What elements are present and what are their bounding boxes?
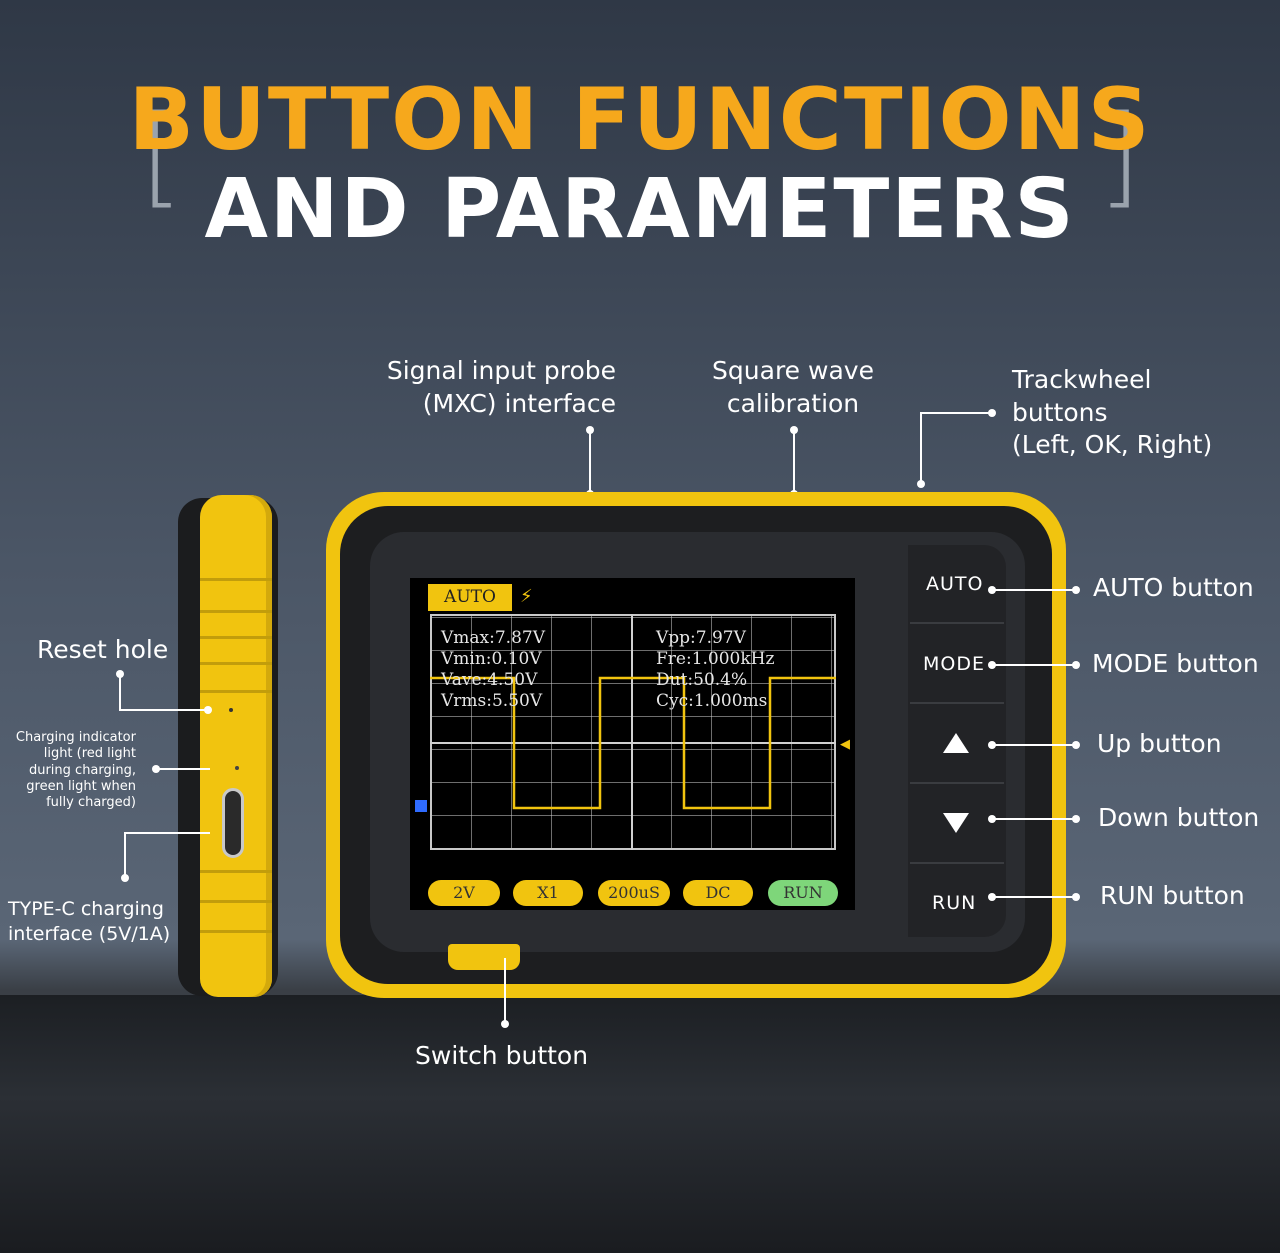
- switch-button-label: Switch button: [415, 1041, 589, 1070]
- grid-center-vertical: [631, 614, 633, 850]
- up-button-label: Up button: [1097, 729, 1222, 758]
- measurement-vmax: Vmax:7.87V: [441, 628, 545, 648]
- reset-hole-line-h: [119, 709, 209, 711]
- side-rib: [200, 578, 272, 581]
- button-divider: [910, 622, 1004, 624]
- trigger-level-marker: ◀: [840, 737, 850, 752]
- scope-grid: [430, 614, 836, 850]
- channel-zero-marker: [415, 800, 427, 812]
- square-wave-label: Square wave calibration: [712, 356, 874, 418]
- button-divider: [910, 702, 1004, 704]
- down-callout-dot-end: [1072, 815, 1080, 823]
- auto-callout-dot: [988, 586, 996, 594]
- side-rib: [200, 690, 272, 693]
- switch-button[interactable]: [448, 944, 520, 970]
- run-button-label: RUN button: [1100, 881, 1245, 910]
- measurement-cyc: Cyc:1.000ms: [656, 691, 768, 711]
- footer-voltage: 2V: [428, 880, 500, 906]
- side-rib: [200, 610, 272, 613]
- charging-indicator-light: [235, 766, 239, 770]
- side-rib: [200, 636, 272, 639]
- square-wave-dot: [790, 426, 798, 434]
- type-c-label: TYPE-C charging interface (5V/1A): [8, 898, 171, 945]
- switch-callout-line: [504, 958, 506, 1024]
- trackwheel-dot-end: [917, 480, 925, 488]
- reset-hole[interactable]: [229, 708, 233, 712]
- footer-probe: X1: [513, 880, 583, 906]
- up-arrow-icon[interactable]: [943, 733, 969, 753]
- footer-timebase: 200uS: [598, 880, 670, 906]
- trackwheel-label: Trackwheel buttons (Left, OK, Right): [1012, 365, 1213, 459]
- type-c-dot: [121, 874, 129, 882]
- down-callout-dot: [988, 815, 996, 823]
- mode-callout-dot: [988, 661, 996, 669]
- page-subtitle: AND PARAMETERS: [204, 162, 1076, 257]
- charging-indicator-dot: [152, 765, 160, 773]
- run-callout-line: [992, 896, 1076, 898]
- footer-run-state: RUN: [768, 880, 838, 906]
- trackwheel-line-h: [920, 412, 992, 414]
- reset-hole-dot-end: [204, 706, 212, 714]
- run-callout-dot: [988, 893, 996, 901]
- auto-callout-line: [992, 589, 1076, 591]
- side-rib: [200, 870, 272, 873]
- button-divider: [910, 782, 1004, 784]
- type-c-line-v: [124, 832, 126, 878]
- reset-hole-line-v: [119, 674, 121, 710]
- left-bracket: [: [140, 91, 183, 219]
- page-title: BUTTON FUNCTIONS: [128, 70, 1152, 170]
- mode-callout-line: [992, 664, 1076, 666]
- reset-hole-label: Reset hole: [37, 635, 169, 664]
- switch-callout-dot: [501, 1020, 509, 1028]
- type-c-port[interactable]: [222, 788, 244, 858]
- up-callout-dot-end: [1072, 741, 1080, 749]
- side-rib: [200, 662, 272, 665]
- right-measurements: Vpp:7.97V Fre:1.000kHz Dut:50.4% Cyc:1.0…: [656, 628, 774, 712]
- type-c-line-h: [124, 832, 210, 834]
- charging-indicator-line: [156, 768, 210, 770]
- device-run-button[interactable]: RUN: [932, 892, 977, 914]
- trigger-edge-icon: ⚡: [520, 586, 533, 607]
- square-wave-trace: [430, 676, 836, 810]
- measurement-vrms: Vrms:5.50V: [441, 691, 543, 711]
- measurement-fre: Fre:1.000kHz: [656, 649, 775, 669]
- side-view-yellow-shell: [200, 495, 272, 997]
- side-rib: [200, 930, 272, 933]
- mode-callout-dot-end: [1072, 661, 1080, 669]
- run-callout-dot-end: [1072, 893, 1080, 901]
- square-wave-line: [793, 430, 795, 494]
- up-callout-dot: [988, 741, 996, 749]
- device-auto-button[interactable]: AUTO: [926, 573, 984, 595]
- floor-background: [0, 995, 1280, 1253]
- measurement-vmin: Vmin:0.10V: [441, 649, 542, 669]
- trackwheel-dot: [988, 409, 996, 417]
- up-callout-line: [992, 744, 1076, 746]
- charging-indicator-label: Charging indicator light (red light duri…: [15, 730, 136, 810]
- device-mode-button[interactable]: MODE: [923, 653, 985, 675]
- signal-input-label: Signal input probe (MXC) interface: [386, 356, 616, 418]
- down-button-label: Down button: [1098, 803, 1260, 832]
- down-callout-line: [992, 818, 1076, 820]
- signal-input-dot: [586, 426, 594, 434]
- right-bracket: ]: [1098, 91, 1141, 219]
- measurement-vpp: Vpp:7.97V: [656, 628, 746, 648]
- trackwheel-line-v: [920, 412, 922, 484]
- down-arrow-icon[interactable]: [943, 813, 969, 833]
- auto-button-label: AUTO button: [1093, 573, 1254, 602]
- signal-input-line: [589, 430, 591, 494]
- screen-mode-tag: AUTO: [428, 584, 512, 611]
- button-divider: [910, 862, 1004, 864]
- auto-callout-dot-end: [1072, 586, 1080, 594]
- left-measurements: Vmax:7.87V Vmin:0.10V Vave:4.50V Vrms:5.…: [441, 628, 545, 712]
- footer-coupling: DC: [683, 880, 753, 906]
- side-rib: [200, 900, 272, 903]
- measurement-vave: Vave:4.50V: [441, 670, 538, 690]
- grid-center-horizontal: [430, 742, 836, 744]
- measurement-dut: Dut:50.4%: [656, 670, 748, 690]
- reset-hole-dot: [116, 670, 124, 678]
- mode-button-label: MODE button: [1092, 649, 1259, 678]
